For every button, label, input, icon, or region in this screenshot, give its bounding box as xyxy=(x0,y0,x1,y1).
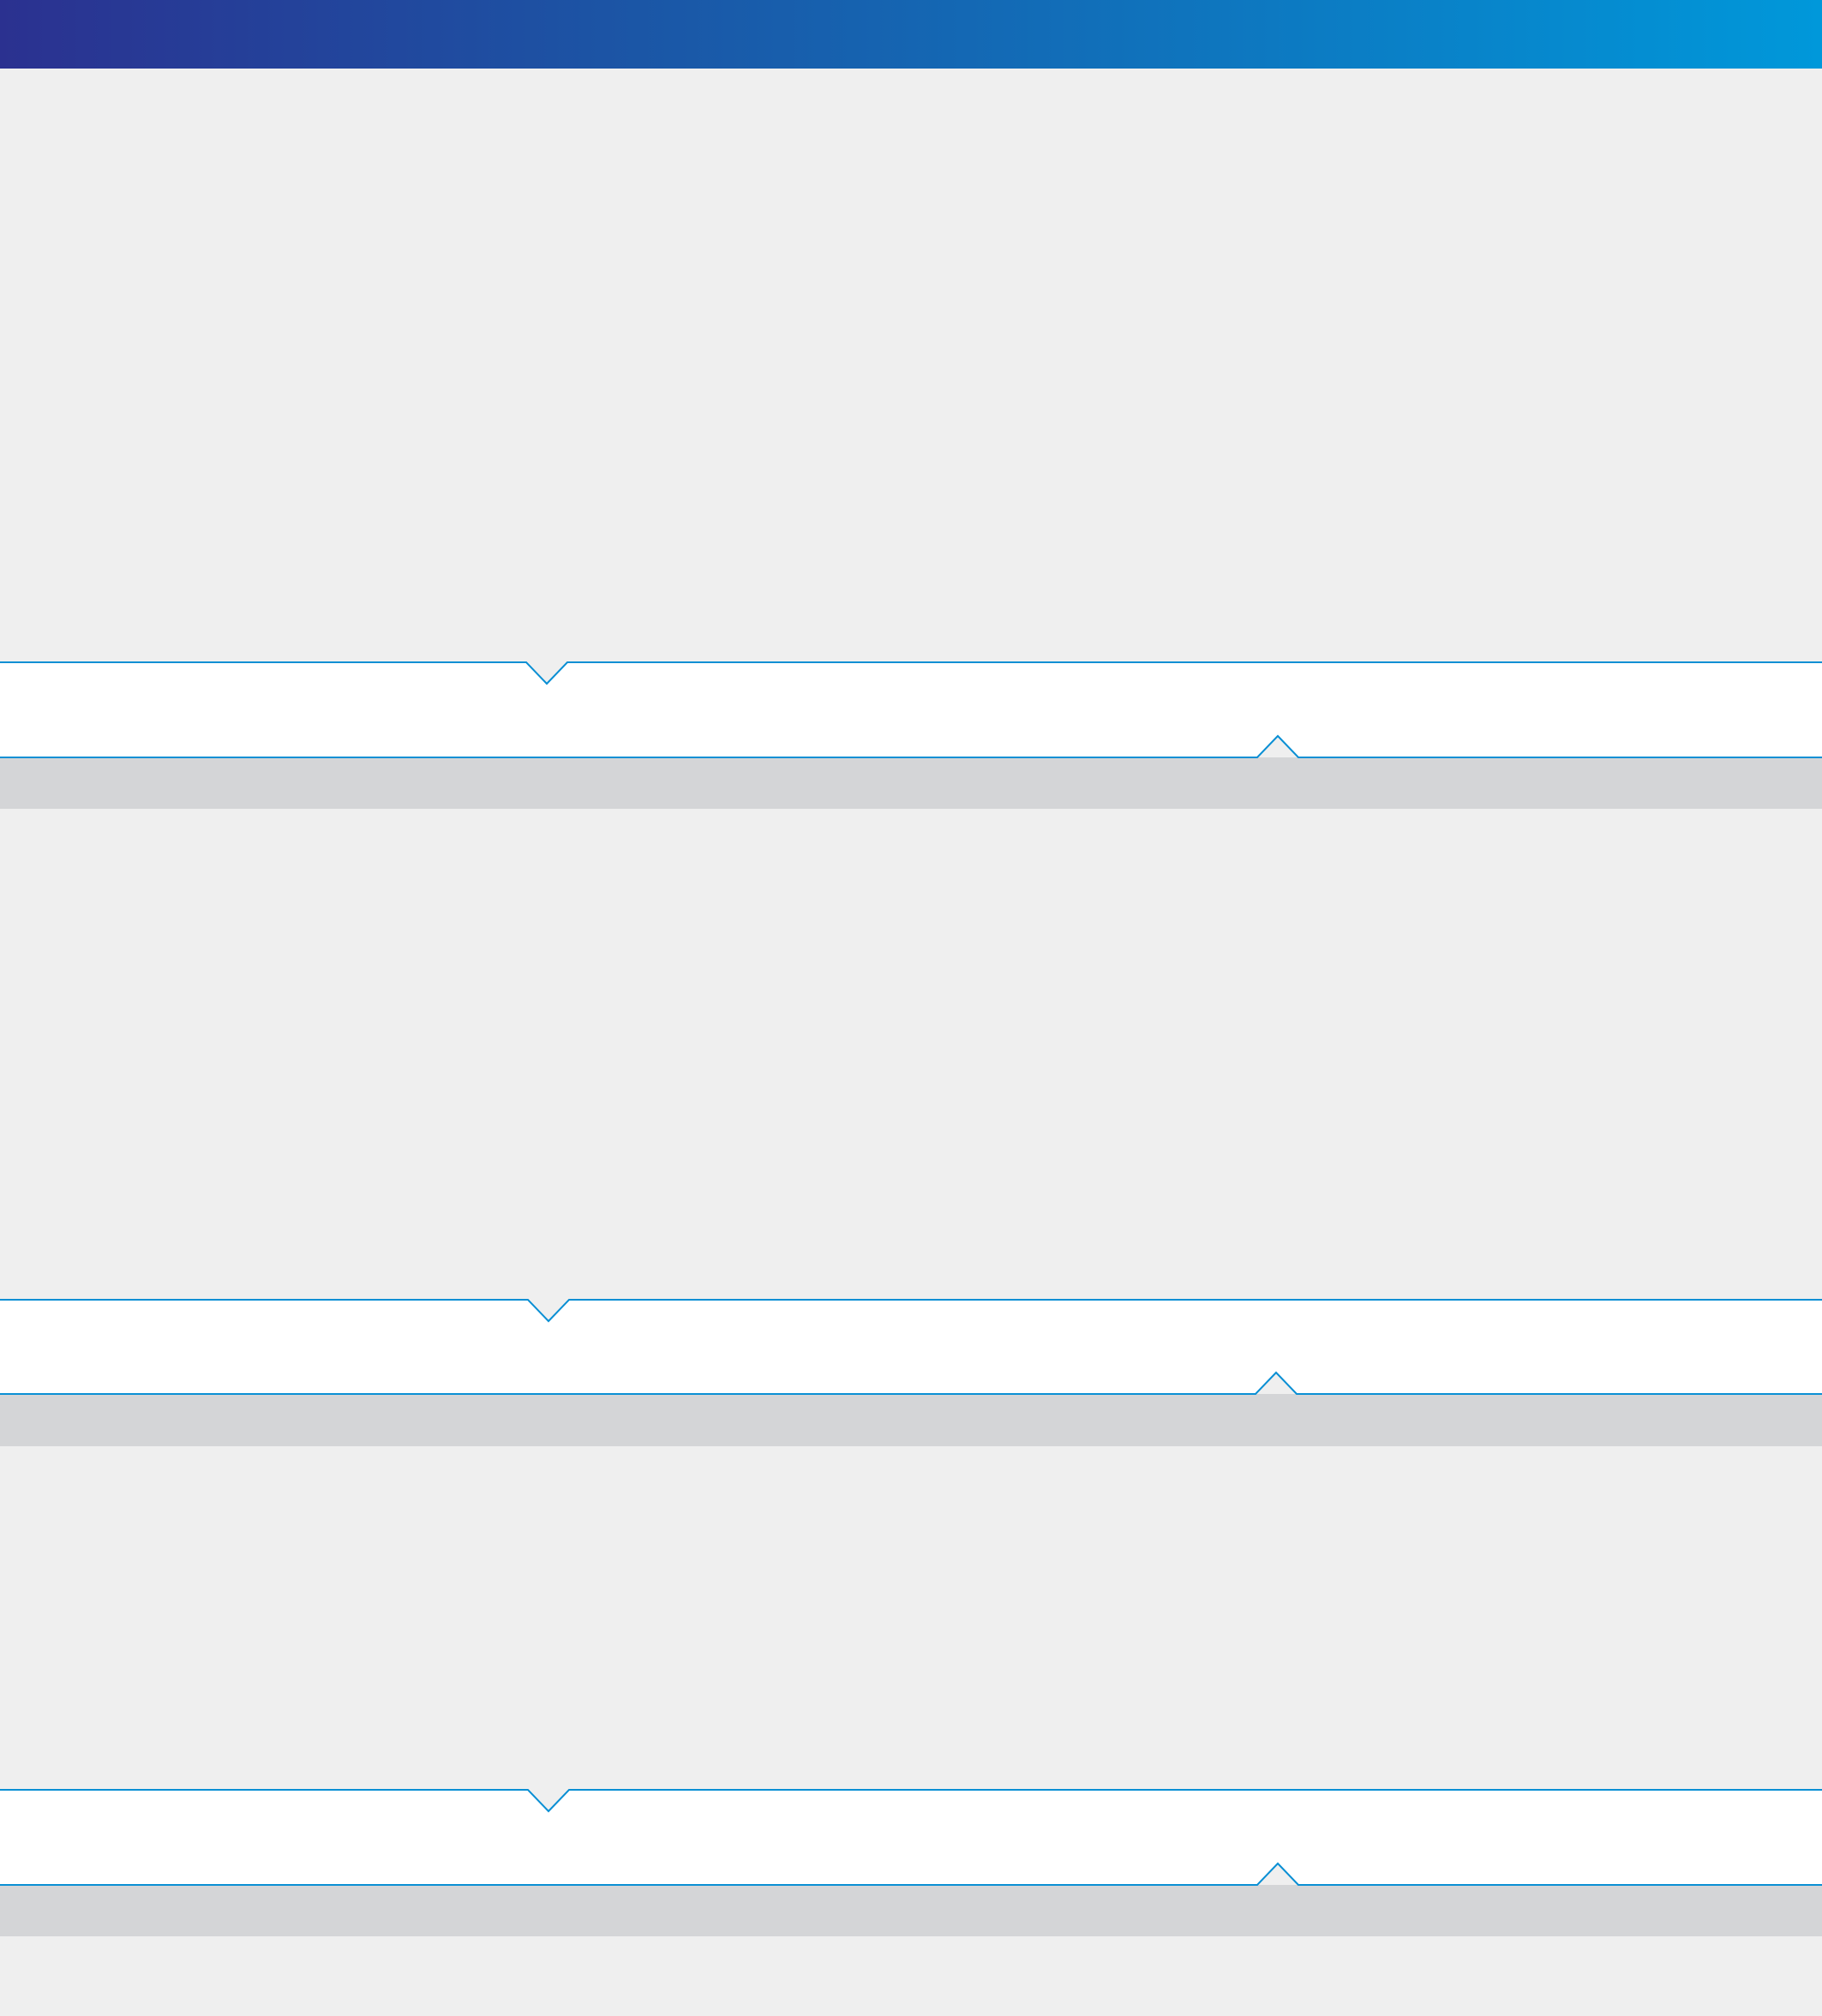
band-body xyxy=(0,1790,1822,1885)
band-2 xyxy=(0,1299,1822,1446)
band-top-line-notch-down xyxy=(0,1299,1822,1323)
band-top-line-notch-down xyxy=(0,1789,1822,1813)
band-footer xyxy=(0,757,1822,809)
band-bottom-line-notch-up xyxy=(0,1862,1822,1886)
band-body xyxy=(0,1300,1822,1394)
band-bottom-line-notch-up xyxy=(0,734,1822,758)
band-top-line-notch-down xyxy=(0,661,1822,685)
band-1 xyxy=(0,661,1822,809)
band-footer xyxy=(0,1394,1822,1446)
band-bottom-line-notch-up xyxy=(0,1371,1822,1395)
header-bar xyxy=(0,0,1822,69)
band-footer xyxy=(0,1885,1822,1936)
band-3 xyxy=(0,1789,1822,1936)
band-body xyxy=(0,662,1822,757)
